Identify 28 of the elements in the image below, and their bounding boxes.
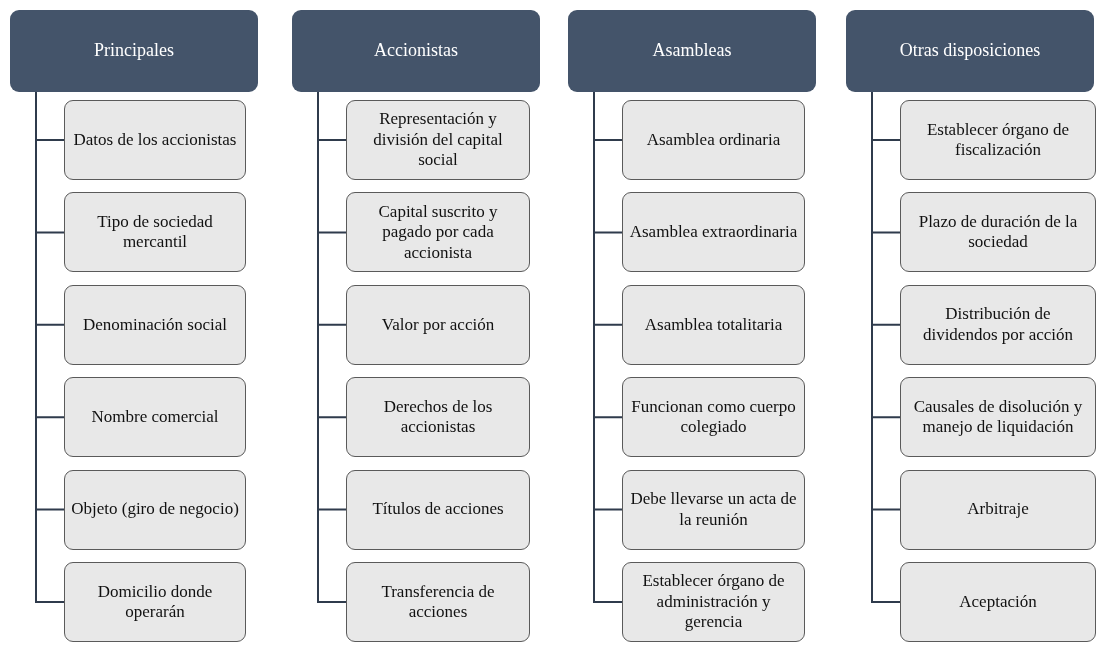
item-box: Transferencia de acciones <box>346 562 530 642</box>
item-box: Funcionan como cuerpo colegiado <box>622 377 805 458</box>
item-box: Asamblea totalitaria <box>622 284 805 365</box>
category-header: Asambleas <box>568 10 816 92</box>
item-box: Aceptación <box>900 562 1096 642</box>
item-box: Arbitraje <box>900 469 1096 550</box>
category-header: Otras disposiciones <box>846 10 1094 92</box>
item-box: Denominación social <box>64 284 246 365</box>
item-box: Derechos de los accionistas <box>346 377 530 458</box>
item-box: Datos de los accionistas <box>64 100 246 180</box>
item-box: Domicilio donde operarán <box>64 562 246 642</box>
item-box: Distribución de dividendos por acción <box>900 284 1096 365</box>
item-box: Asamblea ordinaria <box>622 100 805 180</box>
category-header: Principales <box>10 10 258 92</box>
item-box: Plazo de duración de la sociedad <box>900 192 1096 273</box>
item-box: Establecer órgano de administración y gerencia <box>622 562 805 642</box>
item-box: Establecer órgano de fiscalización <box>900 100 1096 180</box>
item-box: Objeto (giro de negocio) <box>64 469 246 550</box>
item-box: Representación y división del capital social <box>346 100 530 180</box>
item-box: Causales de disolución y manejo de liquidación <box>900 377 1096 458</box>
item-box: Asamblea extraordinaria <box>622 192 805 273</box>
item-box: Debe llevarse un acta de la reunión <box>622 469 805 550</box>
item-box: Títulos de acciones <box>346 469 530 550</box>
item-box: Nombre comercial <box>64 377 246 458</box>
item-box: Valor por acción <box>346 284 530 365</box>
item-box: Capital suscrito y pagado por cada accionista <box>346 192 530 273</box>
category-header: Accionistas <box>292 10 540 92</box>
item-box: Tipo de sociedad mercantil <box>64 192 246 273</box>
